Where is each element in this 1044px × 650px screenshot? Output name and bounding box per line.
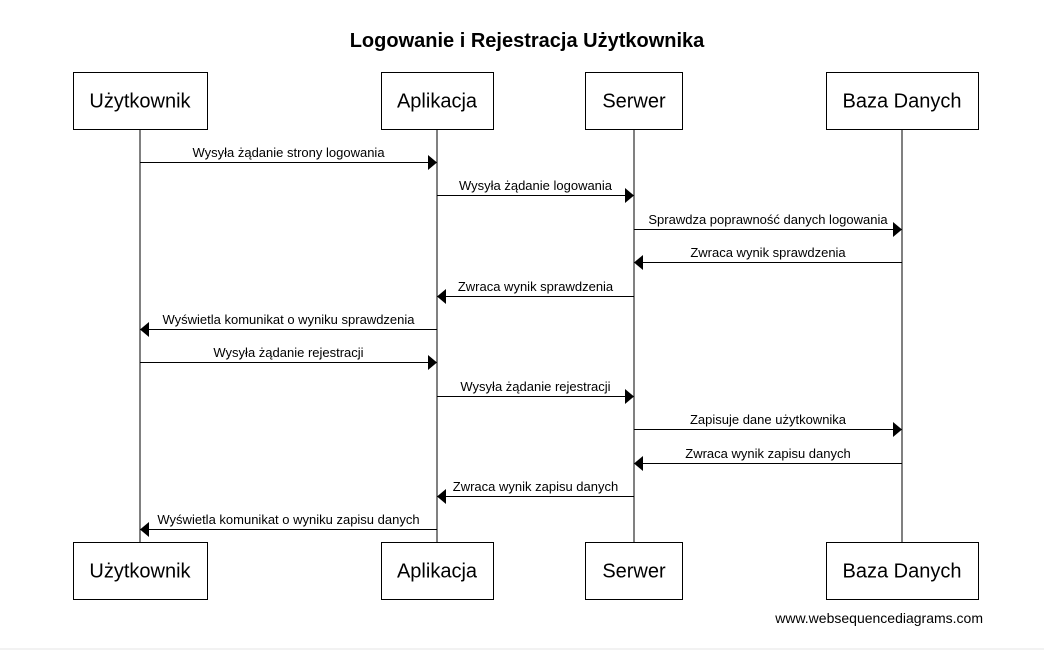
arrowhead-icon (634, 255, 643, 270)
actor-rect (381, 72, 494, 130)
message-label: Sprawdza poprawność danych logowania (648, 212, 888, 227)
message: Zwraca wynik zapisu danych (437, 479, 634, 504)
actor-box-user-bottom: Użytkownik (73, 542, 208, 600)
message-label: Zwraca wynik zapisu danych (453, 479, 618, 494)
message-label: Wyświetla komunikat o wyniku sprawdzenia (162, 312, 415, 327)
actor-label: Serwer (602, 91, 666, 113)
actor-box-app-top: Aplikacja (381, 72, 494, 130)
arrowhead-icon (634, 456, 643, 471)
message: Sprawdza poprawność danych logowania (634, 212, 902, 237)
actor-label: Użytkownik (89, 561, 191, 583)
actor-rect (381, 542, 494, 600)
actor-label: Użytkownik (89, 91, 191, 113)
actor-box-app-bottom: Aplikacja (381, 542, 494, 600)
message-label: Zwraca wynik zapisu danych (685, 446, 850, 461)
actor-label: Aplikacja (397, 561, 478, 583)
arrowhead-icon (140, 322, 149, 337)
actor-label: Serwer (602, 561, 666, 583)
actor-rect (585, 72, 683, 130)
message-label: Wysyła żądanie logowania (459, 178, 613, 193)
arrowhead-icon (893, 222, 902, 237)
actor-rect (585, 542, 683, 600)
message-label: Zapisuje dane użytkownika (690, 412, 847, 427)
message-label: Wyświetla komunikat o wyniku zapisu dany… (157, 512, 419, 527)
actor-label: Baza Danych (843, 561, 962, 583)
message-label: Zwraca wynik sprawdzenia (690, 245, 846, 260)
actor-rect (73, 72, 208, 130)
actor-label: Baza Danych (843, 91, 962, 113)
actor-box-db-bottom: Baza Danych (826, 542, 979, 600)
message: Wyświetla komunikat o wyniku sprawdzenia (140, 312, 437, 337)
actor-label: Aplikacja (397, 91, 478, 113)
message: Wysyła żądanie rejestracji (437, 379, 634, 404)
actor-rect (826, 72, 979, 130)
lifelines (139, 129, 903, 542)
actors: UżytkownikUżytkownikAplikacjaAplikacjaSe… (73, 72, 979, 600)
actor-box-db-top: Baza Danych (826, 72, 979, 130)
message: Wysyła żądanie rejestracji (140, 345, 437, 370)
actor-rect (73, 542, 208, 600)
arrowhead-icon (428, 155, 437, 170)
actor-box-server-top: Serwer (585, 72, 683, 130)
message-label: Wysyła żądanie strony logowania (192, 145, 385, 160)
arrowhead-icon (437, 489, 446, 504)
message: Wysyła żądanie logowania (437, 178, 634, 203)
message: Zapisuje dane użytkownika (634, 412, 902, 437)
arrowhead-icon (437, 289, 446, 304)
message: Zwraca wynik sprawdzenia (437, 279, 634, 304)
message-label: Wysyła żądanie rejestracji (460, 379, 610, 394)
message: Wysyła żądanie strony logowania (140, 145, 437, 170)
arrowhead-icon (893, 422, 902, 437)
arrowhead-icon (625, 389, 634, 404)
message: Wyświetla komunikat o wyniku zapisu dany… (140, 512, 437, 537)
actor-box-server-bottom: Serwer (585, 542, 683, 600)
arrowhead-icon (428, 355, 437, 370)
message-label: Wysyła żądanie rejestracji (213, 345, 363, 360)
message: Zwraca wynik sprawdzenia (634, 245, 902, 270)
message-label: Zwraca wynik sprawdzenia (458, 279, 614, 294)
arrowhead-icon (140, 522, 149, 537)
actor-box-user-top: Użytkownik (73, 72, 208, 130)
message: Zwraca wynik zapisu danych (634, 446, 902, 471)
actor-rect (826, 542, 979, 600)
diagram-title: Logowanie i Rejestracja Użytkownika (350, 30, 705, 52)
arrowhead-icon (625, 188, 634, 203)
watermark-text: www.websequencediagrams.com (774, 610, 983, 626)
